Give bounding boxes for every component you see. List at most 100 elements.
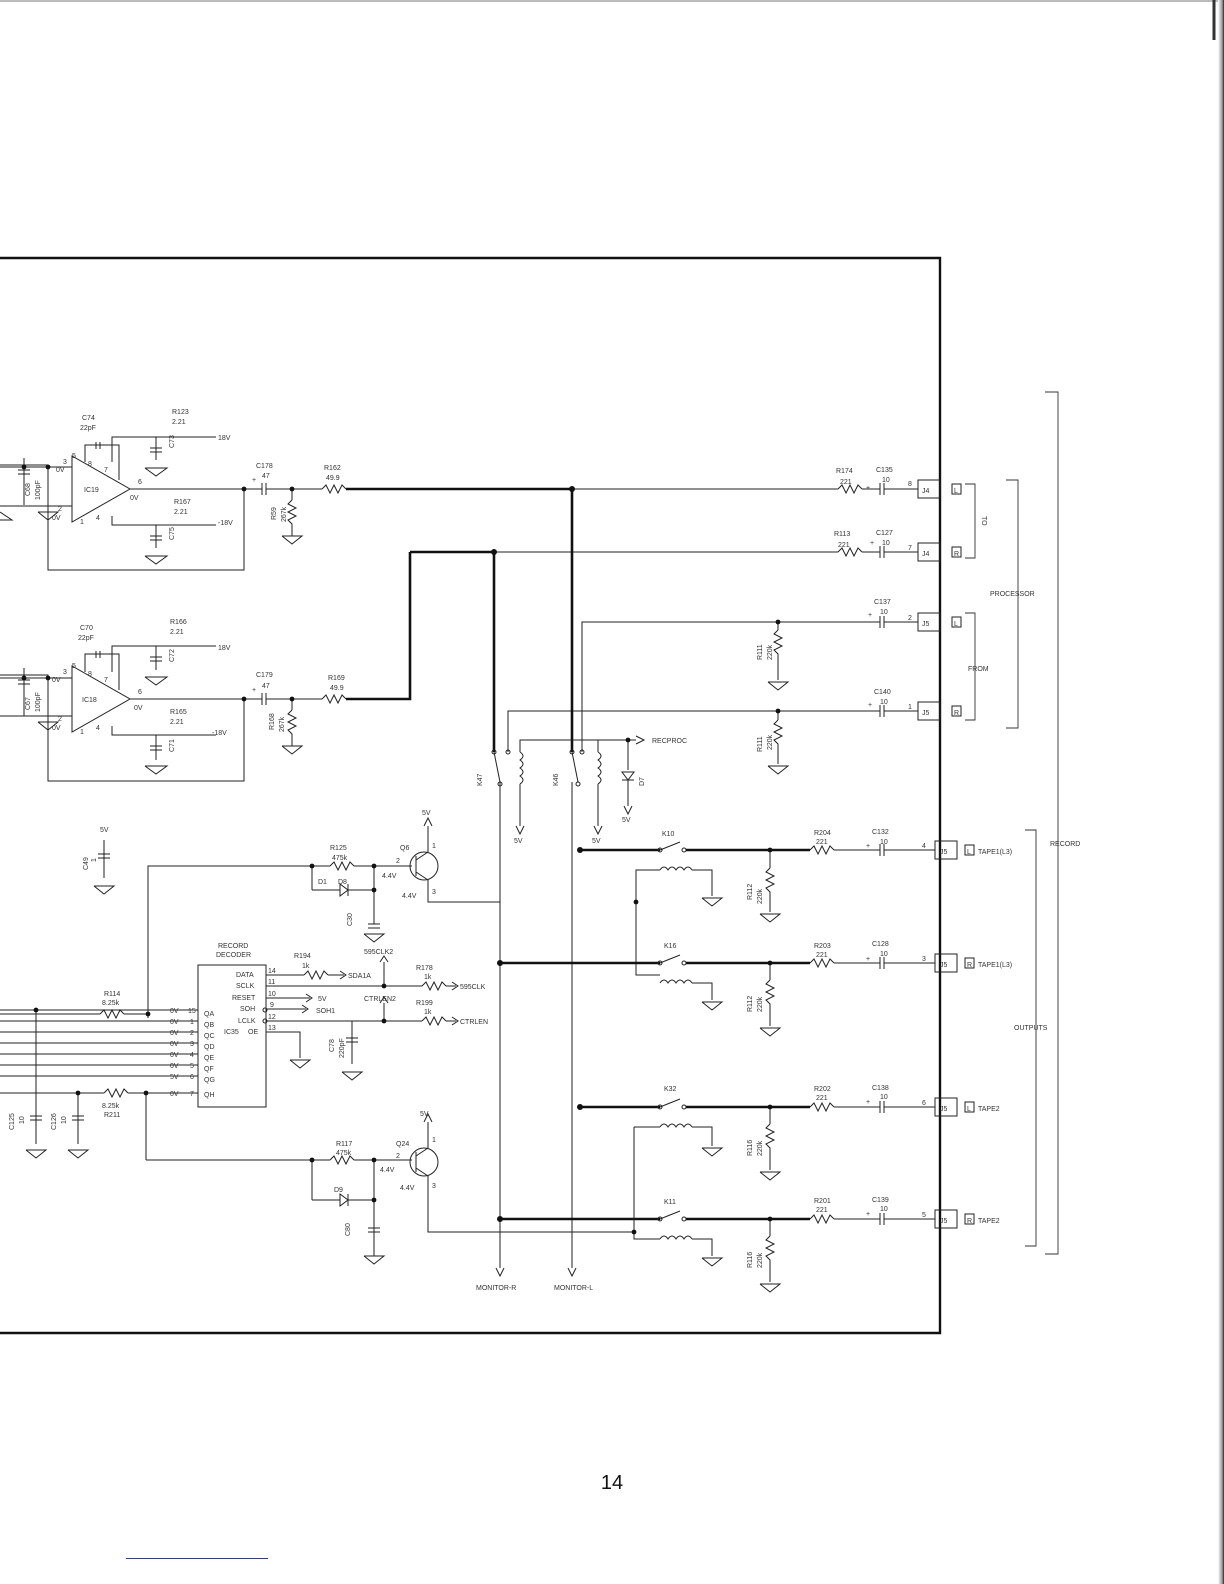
label-r112a-value: 220k [757,888,764,904]
label-m18v-b: -18V [212,730,227,737]
label-q6-base-voltage: 4.4V [382,873,397,880]
decoder-out-qa: QA [204,1011,214,1018]
label-tape2-l: TAPE2 [978,1106,1000,1113]
j5-from-r-side: R [954,710,959,717]
label-c49: C49 [83,857,90,870]
label-q6-emitter-voltage: 4.4V [402,893,417,900]
label-to: TO [980,516,987,526]
label-c137: C137 [874,599,891,606]
processor-signal-paths [261,483,918,1278]
label-processor: PROCESSOR [990,591,1035,598]
label-c68: C68 [25,483,32,496]
j4-r-side: R [954,551,959,558]
label-r211-value: 8.25k [102,1103,120,1110]
label-c67-value: 100pF [35,692,42,712]
label-18v-b: 18V [218,645,231,652]
decoder-out-qb: QB [204,1022,214,1029]
label-r194: R194 [294,953,311,960]
label-c78-value: 220pF [339,1038,346,1058]
label-c75: C75 [169,527,176,540]
label-k46: K46 [553,773,560,786]
label-ctrlen: CTRLEN [460,1019,488,1026]
svg-text:2: 2 [396,858,400,865]
svg-text:1: 1 [432,843,436,850]
schematic-frame [0,256,942,1335]
label-r114-value: 8.25k [102,1000,120,1007]
label-d7: D7 [639,777,646,786]
label-r111a: R111 [757,644,764,660]
label-r111b: R111 [757,736,764,752]
ic18-ref: IC18 [82,697,97,704]
label-c137-value: 10 [880,609,888,616]
label-c125: C125 [9,1113,16,1130]
label-k32: K32 [664,1086,677,1093]
label-r123: R123 [172,409,189,416]
label-5v-d7: 5V [622,817,631,824]
label-r113-value: 221 [838,542,850,549]
label-c135-value: 10 [882,477,890,484]
label-c71: C71 [169,739,176,752]
j5-pin1: 1 [908,704,912,711]
relay-k47-k46 [491,735,646,850]
label-r116a: R116 [747,1140,754,1156]
label-5v-k47: 5V [514,838,523,845]
label-5v-q24: 5V [420,1111,429,1118]
svg-text:+: + [868,702,872,709]
ic18-in-n-voltage: 0V [52,725,61,732]
label-q6: Q6 [400,845,409,852]
label-r166: R166 [170,619,187,626]
label-r174-value: 221 [840,479,852,486]
ic18-pin-in-n: 2 [58,716,62,723]
label-d8: D8 [338,879,347,886]
svg-text:+: + [866,1211,870,1218]
label-r211: R211 [104,1112,120,1119]
svg-text:+: + [866,1099,870,1106]
ic19-pin-vp: 7 [104,467,108,474]
ic19-in-n-voltage: 0V [52,515,61,522]
j4-pin8: 8 [908,481,912,488]
svg-text:3: 3 [432,889,436,896]
svg-text:1: 1 [432,1137,436,1144]
label-r178-value: 1k [424,974,432,981]
label-decoder-title-2: DECODER [216,952,251,959]
decoder-volt-qa: 0V [170,1008,179,1015]
label-c30: C30 [347,913,354,926]
decoder-volt-qg: 5V [170,1074,179,1081]
decoder-pin-15: 15 [188,1008,196,1015]
j5-pin5: 5 [922,1212,926,1219]
label-tape1-r: TAPE1(L3) [978,962,1012,969]
label-r201: R201 [814,1198,831,1205]
ic19-pin-b: 8 [88,461,92,468]
ic19-ref: IC19 [84,487,99,494]
label-recproc: RECPROC [652,738,687,745]
label-r199-value: 1k [424,1009,432,1016]
label-r59: R59 [271,507,278,520]
label-r168-value: 267k [279,716,286,732]
j5-tape2l-side: L [967,1106,971,1113]
ic18-pin-out: 6 [138,689,142,696]
scan-edge [1218,0,1224,1584]
label-c70-value: 22pF [78,635,94,642]
ic18-pin-vn: 4 [96,725,100,732]
label-r203: R203 [814,943,831,950]
j5-tape1l-name: J5 [940,849,948,856]
label-q24-emitter-voltage: 4.4V [400,1185,415,1192]
decoder-pin-9: 9 [270,1002,274,1009]
label-c49-value: 1 [91,858,98,862]
opamp-ic18-stage [0,645,262,782]
decoder-pin-6: 6 [190,1074,194,1081]
j5-tape2l-name: J5 [940,1106,948,1113]
label-18v-a: 18V [218,435,231,442]
decoder-out-qe: QE [204,1055,214,1062]
label-c139-value: 10 [880,1206,888,1213]
label-q24: Q24 [396,1141,409,1148]
label-c140: C140 [874,689,891,696]
label-r116a-value: 220k [757,1140,764,1156]
decoder-in-lclk: LCLK [238,1018,256,1025]
label-c80: C80 [345,1223,352,1236]
decoder-pin-1: 1 [190,1019,194,1026]
junction-dots [21,464,781,1235]
j4-l-name: J4 [922,488,930,495]
svg-text:+: + [866,843,870,850]
label-r169: R169 [328,675,345,682]
